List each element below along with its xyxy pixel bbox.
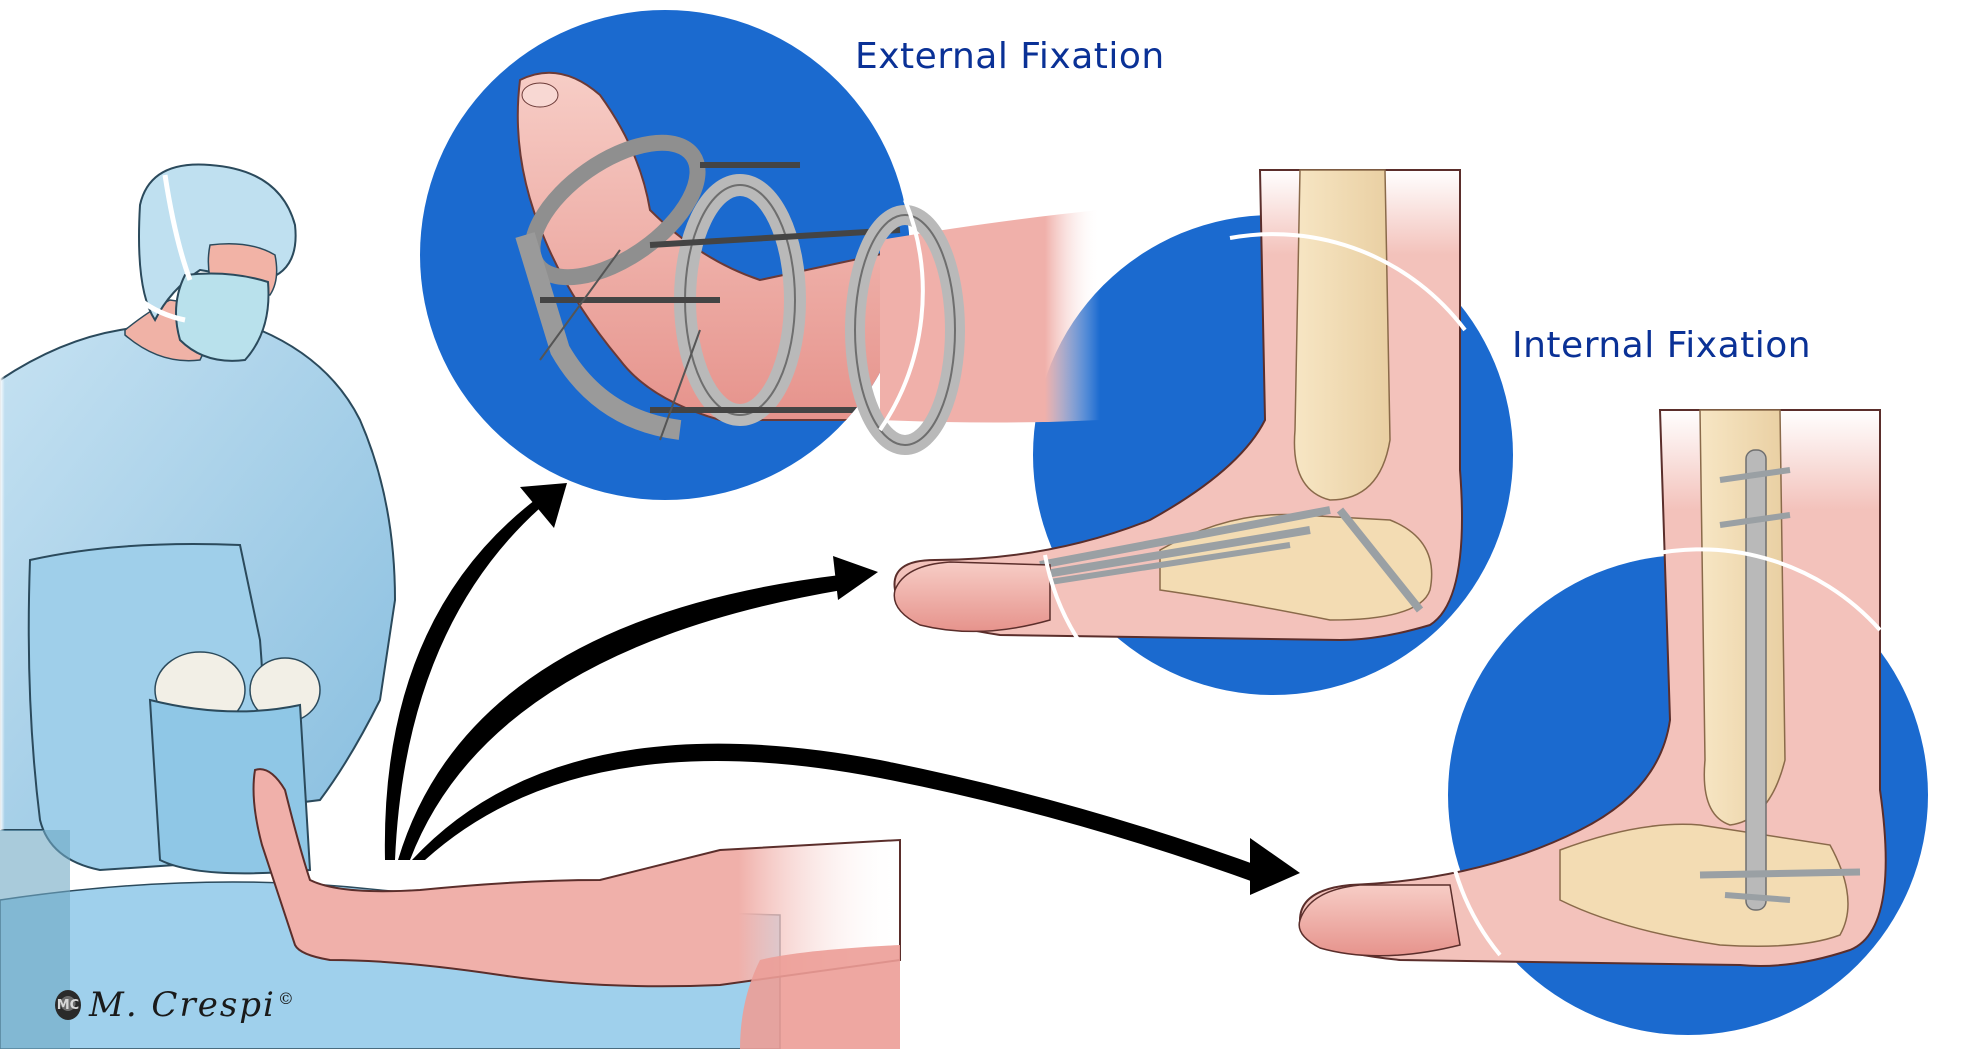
arrows bbox=[384, 483, 1300, 895]
arrowhead-2 bbox=[833, 556, 878, 600]
artist-logo-icon: MC bbox=[55, 990, 81, 1020]
artist-name-text: M. Crespi bbox=[89, 985, 276, 1025]
copyright-symbol: © bbox=[277, 988, 296, 1008]
internal-fixation-label: Internal Fixation bbox=[1512, 325, 1812, 366]
artist-name: M. Crespi© bbox=[89, 985, 296, 1025]
external-fixator-illustration bbox=[515, 71, 901, 451]
arrowhead-1 bbox=[520, 483, 567, 528]
arrow-to-internal-fixation-1 bbox=[398, 575, 842, 860]
external-fixation-label: External Fixation bbox=[855, 36, 1165, 77]
internal-fixation-2-illustration bbox=[1298, 409, 1887, 967]
arrow-to-external-fixation bbox=[384, 500, 540, 860]
patient-leg-illustration bbox=[0, 768, 901, 1049]
arrow-to-internal-fixation-2 bbox=[412, 743, 1270, 885]
arrowhead-3 bbox=[1250, 838, 1300, 895]
artist-signature: MC M. Crespi© bbox=[55, 985, 296, 1025]
